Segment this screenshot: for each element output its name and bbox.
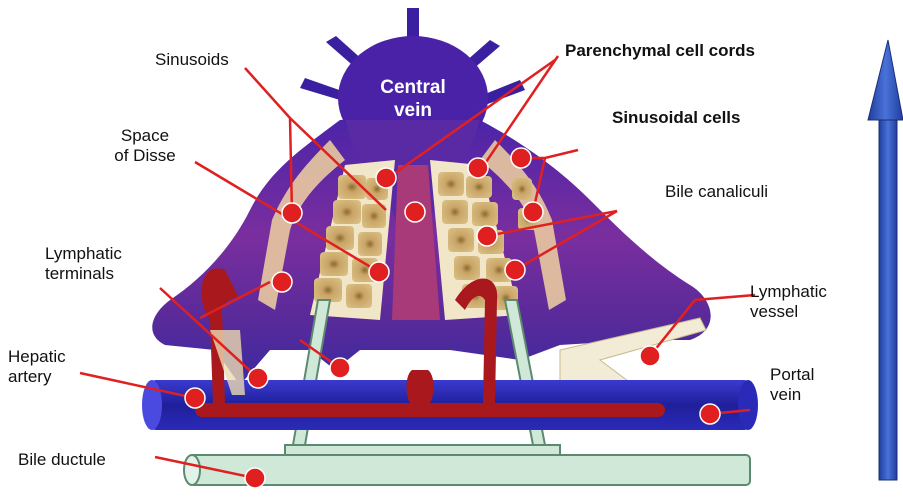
central-vein-text: Central vein (380, 77, 445, 121)
label-bile-ductule: Bile ductule (18, 450, 106, 470)
label-hepatic-artery: Hepatic artery (8, 347, 66, 387)
label-lymphatic-vessel: Lymphatic vessel (750, 282, 827, 322)
label-parenchymal-cell-cords: Parenchymal cell cords (565, 41, 755, 61)
label-bile-canaliculi: Bile canaliculi (665, 182, 768, 202)
flow-direction-arrow (868, 40, 903, 480)
label-lymphatic-terminals: Lymphatic terminals (45, 244, 122, 284)
label-portal-vein: Portal vein (770, 365, 814, 405)
label-sinusoids: Sinusoids (155, 50, 229, 70)
label-central-vein: Central vein (358, 76, 468, 122)
label-sinusoidal-cells: Sinusoidal cells (612, 108, 741, 128)
bile-ductule-tube (184, 455, 750, 485)
label-space-of-disse: Space of Disse (110, 126, 180, 166)
